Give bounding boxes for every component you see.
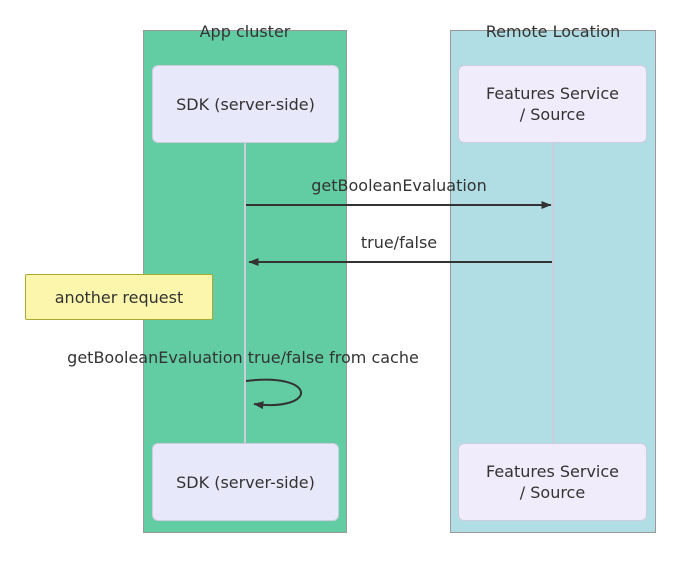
participant-features-bottom-label: Features Service / Source [485, 462, 619, 502]
participant-features-top: Features Service / Source [458, 65, 647, 143]
lane-title-app-cluster: App cluster [199, 22, 291, 41]
participant-features-top-label: Features Service / Source [485, 84, 619, 124]
lifeline-features [552, 143, 554, 443]
participant-sdk-bottom-label: SDK (server-side) [176, 472, 315, 492]
participant-features-bottom: Features Service / Source [458, 443, 647, 521]
participant-sdk-bottom: SDK (server-side) [152, 443, 339, 521]
lifeline-sdk [244, 143, 246, 443]
participant-sdk-top: SDK (server-side) [152, 65, 339, 143]
lane-title-remote-location: Remote Location [485, 22, 621, 41]
note-another-request-label: another request [54, 287, 184, 307]
message-label-get-boolean-evaluation: getBooleanEvaluation [311, 176, 487, 195]
participant-sdk-top-label: SDK (server-side) [176, 94, 315, 114]
message-label-true-false: true/false [360, 233, 438, 252]
note-another-request: another request [25, 274, 213, 320]
message-label-cache: getBooleanEvaluation true/false from cac… [67, 348, 419, 367]
